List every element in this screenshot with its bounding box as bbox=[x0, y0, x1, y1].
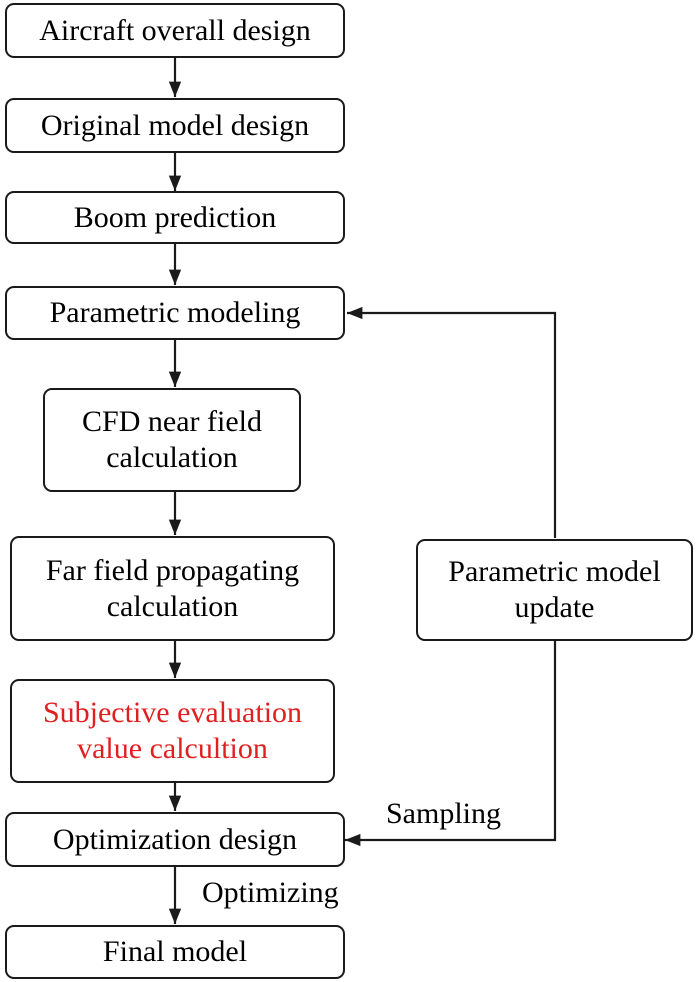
cfd-near-field-line2: calculation bbox=[106, 441, 238, 474]
final-model-label: Final model bbox=[102, 935, 248, 968]
parametric-model-update-line2: update bbox=[514, 591, 595, 624]
subjective-evaluation-line1: Subjective evaluation bbox=[42, 696, 303, 729]
far-field-line1: Far field propagating bbox=[45, 553, 300, 587]
far-field-line2: calculation bbox=[106, 589, 239, 623]
parametric-model-update-box: Parametric model update bbox=[416, 539, 693, 641]
boom-prediction-label: Boom prediction bbox=[73, 200, 277, 234]
final-model-box: Final model bbox=[5, 925, 345, 979]
optimization-design-box: Optimization design bbox=[5, 812, 345, 867]
parametric-model-update-line1: Parametric model bbox=[448, 555, 661, 588]
parametric-modeling-box: Parametric modeling bbox=[5, 286, 345, 340]
parametric-modeling-label: Parametric modeling bbox=[49, 296, 301, 329]
subjective-evaluation-line2: value calcultion bbox=[77, 732, 268, 765]
arrow-update-to-parametric bbox=[347, 306, 557, 538]
subjective-evaluation-box: Subjective evaluation value calcultion bbox=[10, 679, 335, 783]
sampling-edge-label: Sampling bbox=[386, 797, 502, 830]
boom-prediction-box: Boom prediction bbox=[5, 191, 345, 244]
optimization-design-label: Optimization design bbox=[52, 822, 298, 856]
aircraft-overall-design-label: Aircraft overall design bbox=[39, 13, 311, 47]
original-model-design-box: Original model design bbox=[5, 98, 345, 153]
cfd-near-field-line1: CFD near field bbox=[82, 405, 262, 438]
far-field-box: Far field propagating calculation bbox=[10, 536, 335, 641]
optimizing-edge-label: Optimizing bbox=[202, 876, 339, 909]
arrow-sampling-to-update-via-optimization bbox=[345, 641, 557, 847]
aircraft-overall-design-box: Aircraft overall design bbox=[5, 3, 345, 58]
cfd-near-field-box: CFD near field calculation bbox=[43, 388, 301, 492]
original-model-design-label: Original model design bbox=[40, 108, 310, 142]
